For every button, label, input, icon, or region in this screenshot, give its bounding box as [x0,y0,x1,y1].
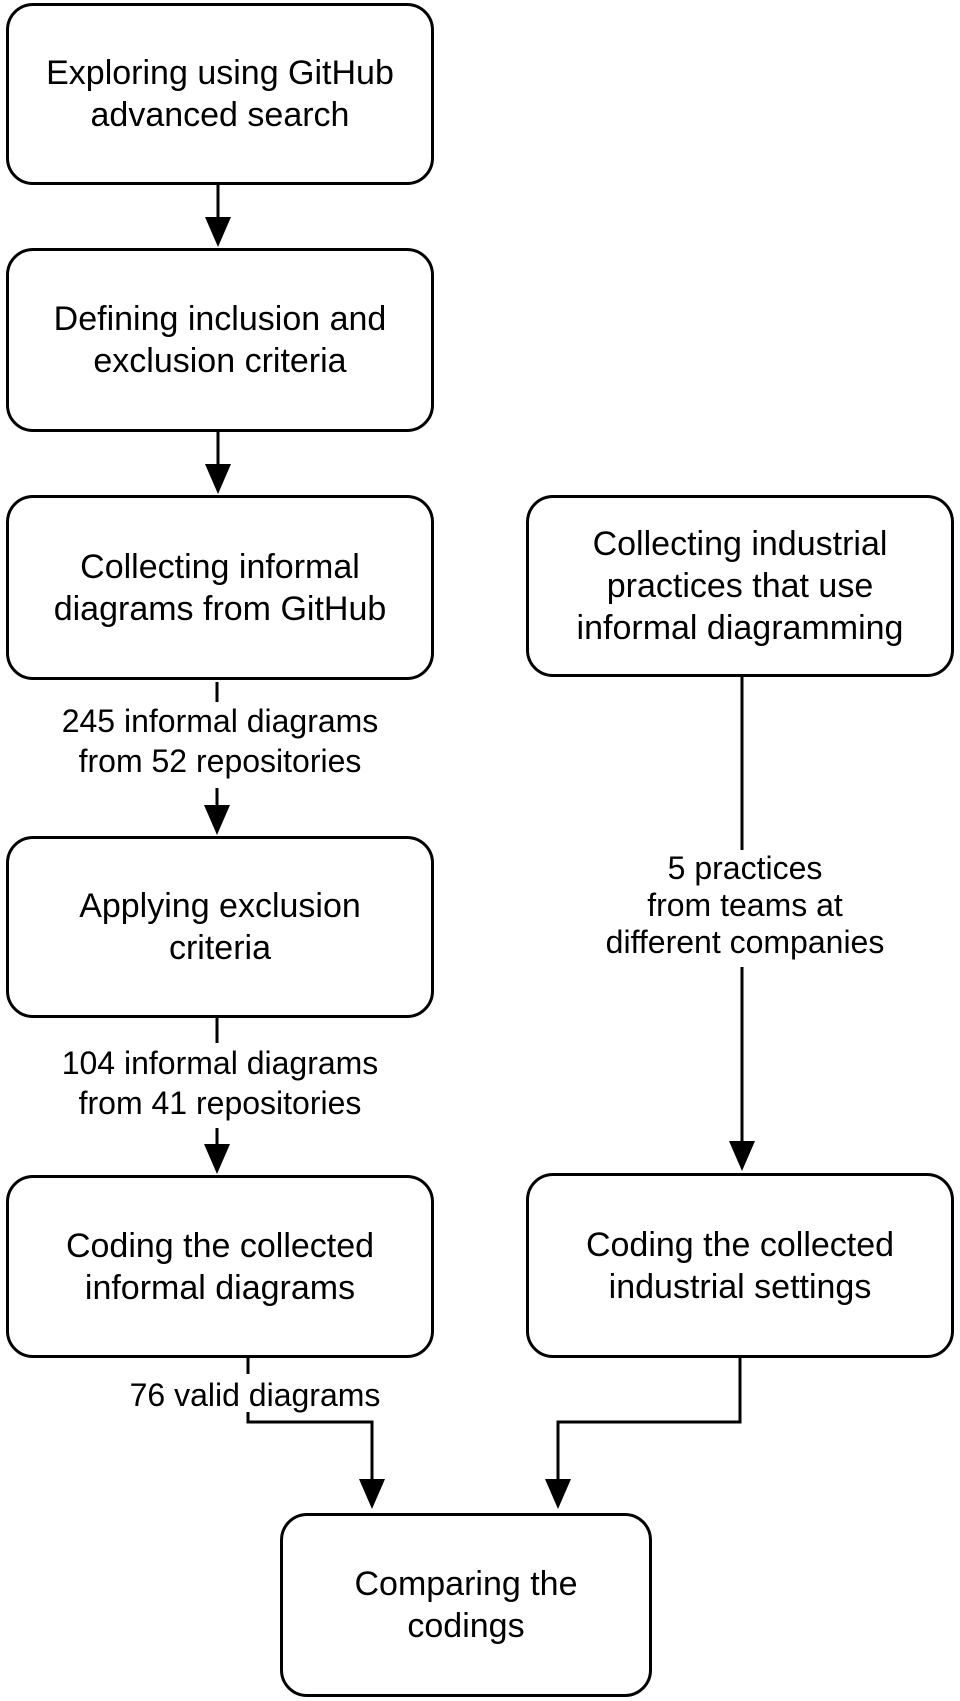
node-apply-exclusion-criteria: Applying exclusion criteria [6,836,434,1018]
arrowhead-icon [205,464,231,494]
node-code-informal-diagrams-label: Coding the collected informal diagrams [65,1226,375,1307]
arrowhead-icon [729,1141,755,1171]
node-collect-industrial-practices-label: Collecting industrial practices that use… [576,525,904,647]
arrowhead-icon [545,1479,571,1509]
edge-code-industrial-to-compare [545,1358,742,1509]
node-code-informal-diagrams: Coding the collected informal diagrams [6,1175,434,1358]
arrowhead-icon [359,1479,385,1509]
node-explore-github-search: Exploring using GitHub advanced search [6,3,434,185]
node-collect-informal-diagrams: Collecting informal diagrams from GitHub [6,495,434,680]
node-compare-codings: Comparing the codings [280,1513,652,1697]
node-explore-github-search-label: Exploring using GitHub advanced search [46,54,394,134]
arrowhead-icon [204,1144,230,1174]
edge-label-practices-count: 5 practices from teams at different comp… [605,850,885,960]
node-compare-codings-label: Comparing the codings [354,1565,578,1645]
edge-label-valid-count: 76 valid diagrams [129,1377,381,1413]
arrowhead-icon [204,805,230,835]
node-define-criteria: Defining inclusion and exclusion criteri… [6,248,434,432]
node-code-industrial-settings: Coding the collected industrial settings [526,1173,954,1358]
node-apply-exclusion-criteria-label: Applying exclusion criteria [79,887,361,967]
node-define-criteria-label: Defining inclusion and exclusion criteri… [53,300,387,380]
arrowhead-icon [205,217,231,247]
edge-label-after-exclusion-count: 104 informal diagrams from 41 repositori… [61,1045,379,1121]
node-collect-industrial-practices: Collecting industrial practices that use… [526,495,954,677]
node-collect-informal-diagrams-label: Collecting informal diagrams from GitHub [53,547,387,628]
edge-explore-to-define-criteria [205,185,231,247]
edge-label-collected-count: 245 informal diagrams from 52 repositori… [61,703,379,779]
node-code-industrial-settings-label: Coding the collected industrial settings [585,1225,895,1306]
edge-define-criteria-to-collect-informal [205,432,231,494]
